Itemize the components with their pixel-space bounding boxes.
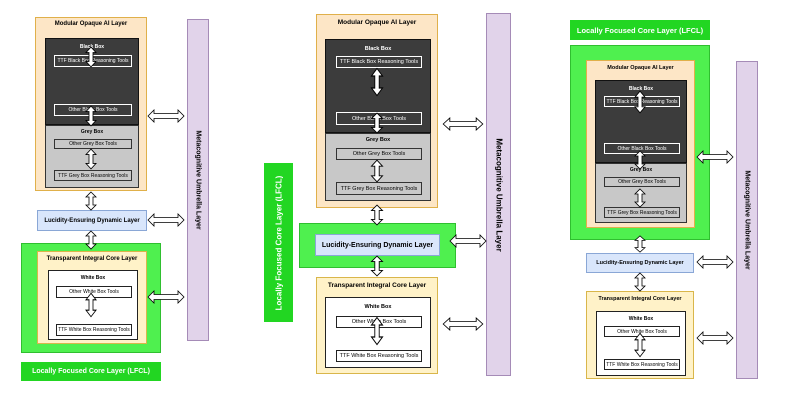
d2-arrow-lucidity-meta	[449, 234, 487, 248]
d1-white-box: White Box Other White Box Tools TTF Whit…	[48, 270, 138, 340]
d3-arrow-white-tools	[634, 332, 646, 358]
d1-black-box-title: Black Box	[79, 44, 105, 50]
d3-arrow-lucidity-meta	[696, 255, 734, 269]
d1-arrow-white-tools	[85, 292, 97, 318]
d2-grey-box: Grey Box Other Grey Box Tools TTF Grey B…	[325, 133, 431, 201]
d2-ttf-white-tools: TTF White Box Reasoning Tools	[336, 350, 422, 362]
d1-arrow-black-grey	[85, 105, 97, 127]
d3-meta-layer: Metacognitive Umbrella Layer	[736, 61, 758, 379]
d2-arrow-white-tools	[370, 316, 384, 346]
d2-arrow-core-meta	[442, 317, 484, 331]
d2-grey-box-title: Grey Box	[365, 137, 391, 143]
d3-arrow-opaque-meta	[696, 150, 734, 164]
d1-grey-box-title: Grey Box	[80, 129, 104, 135]
d1-arrow-blackbox-tools	[85, 46, 97, 68]
d3-arrow-lucidity-core	[634, 272, 646, 292]
d3-arrow-blackbox-tools	[634, 90, 646, 114]
d2-arrow-opaque-meta	[442, 117, 484, 131]
d1-arrow-lucidity-meta	[147, 213, 185, 227]
d3-black-box-title: Black Box	[628, 86, 654, 92]
d2-arrow-blackbox-tools	[370, 67, 384, 97]
d3-lucidity-layer: Lucidity-Ensuring Dynamic Layer	[586, 253, 694, 273]
d2-white-box-title: White Box	[364, 304, 392, 310]
d3-opaque-layer-title: Modular Opaque AI Layer	[607, 65, 674, 71]
d2-arrow-opaque-lucidity	[371, 204, 383, 226]
d1-transparent-layer-title: Transparent Integral Core Layer	[46, 256, 138, 262]
d2-arrow-lucidity-core	[371, 255, 383, 277]
d1-opaque-layer-title: Modular Opaque AI Layer	[54, 21, 128, 27]
d2-arrow-grey-tools	[371, 159, 383, 183]
d3-arrow-core-meta	[696, 331, 734, 345]
d1-white-box-title: White Box	[80, 275, 106, 281]
d1-transparent-layer: Transparent Integral Core Layer White Bo…	[37, 251, 147, 344]
d3-transparent-layer-title: Transparent Integral Core Layer	[598, 296, 682, 302]
d3-lfcl-container: Modular Opaque AI Layer Black Box TTF Bl…	[570, 45, 710, 240]
d3-arrow-lfcl-lucidity	[634, 235, 646, 253]
d1-meta-layer: Metacognitive Umbrella Layer	[187, 19, 209, 341]
d1-arrow-opaque-lucidity	[85, 191, 97, 211]
d2-lfcl-label: Locally Focused Core Layer (LFCL)	[264, 163, 293, 322]
d3-opaque-layer: Modular Opaque AI Layer Black Box TTF Bl…	[586, 60, 695, 228]
d2-arrow-black-grey	[371, 112, 383, 134]
d3-arrow-grey-tools	[634, 188, 646, 208]
d3-other-grey-tools: Other Grey Box Tools	[604, 177, 680, 187]
d2-other-grey-tools: Other Grey Box Tools	[336, 148, 422, 160]
d3-white-box-title: White Box	[628, 316, 654, 322]
d3-ttf-grey-tools: TTF Grey Box Reasoning Tools	[604, 207, 680, 218]
d3-lfcl-label: Locally Focused Core Layer (LFCL)	[570, 20, 710, 40]
d1-ttf-white-tools: TTF White Box Reasoning Tools	[56, 324, 132, 336]
d1-arrow-lucidity-core	[85, 230, 97, 250]
d2-opaque-layer-title: Modular Opaque AI Layer	[337, 19, 417, 26]
d2-black-box-title: Black Box	[364, 46, 392, 52]
d2-transparent-layer-title: Transparent Integral Core Layer	[327, 282, 427, 289]
d1-lucidity-layer: Lucidity-Ensuring Dynamic Layer	[37, 210, 147, 231]
d2-ttf-black-tools: TTF Black Box Reasoning Tools	[335, 55, 423, 69]
d3-arrow-black-grey	[634, 150, 646, 170]
d3-ttf-white-tools: TTF White Box Reasoning Tools	[604, 359, 680, 370]
d1-ttf-grey-tools: TTF Grey Box Reasoning Tools	[54, 170, 132, 181]
d2-lucidity-layer: Lucidity-Ensuring Dynamic Layer	[315, 234, 440, 256]
d1-arrow-opaque-meta	[147, 109, 185, 123]
d3-grey-box-title: Grey Box	[629, 167, 653, 173]
d1-other-grey-tools: Other Grey Box Tools	[54, 139, 132, 149]
d1-lfcl-label: Locally Focused Core Layer (LFCL)	[21, 362, 161, 381]
d1-arrow-grey-tools	[85, 148, 97, 170]
d2-meta-layer: Metacognitive Umbrella Layer	[486, 13, 511, 376]
d1-arrow-core-meta	[147, 290, 185, 304]
d2-ttf-grey-tools: TTF Grey Box Reasoning Tools	[336, 182, 422, 195]
